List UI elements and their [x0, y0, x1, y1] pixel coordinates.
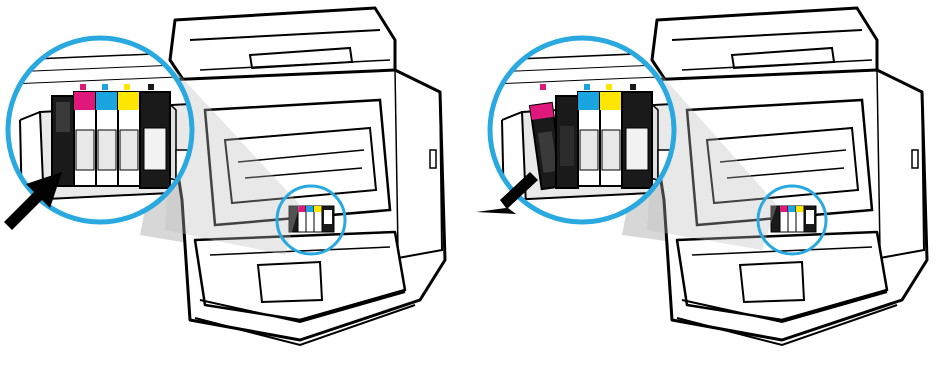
cartridge-black-xl: [140, 92, 170, 188]
panel-remove: [476, 8, 927, 345]
cartridge-magenta: [74, 92, 96, 186]
cartridge-black: [52, 96, 74, 186]
cartridge-yellow: [118, 92, 140, 186]
cartridge-cyan: [96, 92, 118, 186]
cartridge-yellow: [600, 92, 622, 186]
panel-insert: [0, 8, 445, 345]
cartridge-magenta: [556, 96, 578, 188]
cartridge-cyan: [578, 92, 600, 186]
cartridge-black-xl: [622, 92, 652, 188]
